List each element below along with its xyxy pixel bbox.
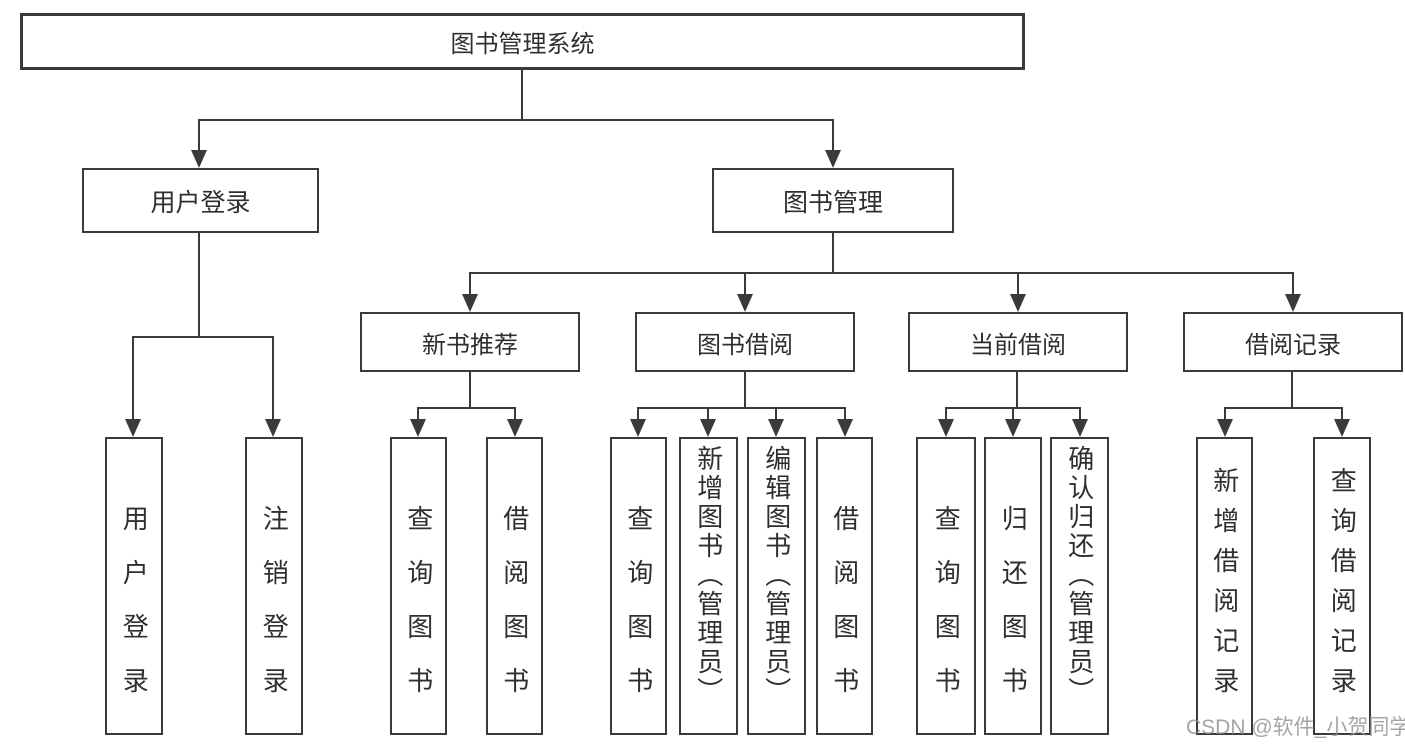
connector-line	[744, 272, 746, 296]
leaf-label: 编辑图书（管理员）	[761, 445, 792, 706]
leaf-logout-label: 注销登录	[259, 505, 290, 721]
node-new-book-recommendation: 新书推荐	[360, 312, 580, 372]
leaf-return-books: 归还图书	[984, 437, 1042, 735]
connector-line	[417, 407, 419, 421]
leaf-confirm-return-admin: 确认归还（管理员）	[1050, 437, 1109, 735]
connector-line	[1224, 407, 1226, 421]
connector-line	[1012, 407, 1014, 421]
connector-line	[1292, 272, 1294, 296]
node-root-library-system: 图书管理系统	[20, 13, 1025, 70]
node-book-management: 图书管理	[712, 168, 954, 233]
arrow-down-icon	[125, 419, 141, 437]
arrow-down-icon	[1010, 294, 1026, 312]
leaf-label: 借阅图书	[829, 505, 860, 721]
connector-line	[198, 233, 200, 336]
arrow-down-icon	[630, 419, 646, 437]
connector-line	[272, 336, 274, 421]
leaf-user-login: 用户登录	[105, 437, 163, 735]
leaf-add-borrow-record: 新增借阅记录	[1196, 437, 1253, 735]
connector-line	[521, 70, 523, 119]
arrow-down-icon	[837, 419, 853, 437]
connector-line	[1079, 407, 1081, 421]
connector-line	[1017, 272, 1019, 296]
arrow-down-icon	[191, 150, 207, 168]
connector-line	[198, 119, 200, 152]
arrow-down-icon	[737, 294, 753, 312]
leaf-label: 查询图书	[623, 505, 654, 721]
connector-line	[832, 233, 834, 272]
connector-line	[945, 407, 947, 421]
arrow-down-icon	[768, 419, 784, 437]
leaf-query-borrow-record: 查询借阅记录	[1313, 437, 1371, 735]
arrow-down-icon	[1334, 419, 1350, 437]
connector-line	[469, 272, 471, 296]
arrow-down-icon	[1217, 419, 1233, 437]
leaf-label: 归还图书	[998, 505, 1029, 721]
leaf-edit-books-admin: 编辑图书（管理员）	[747, 437, 806, 735]
connector-line	[514, 407, 516, 421]
arrow-down-icon	[1072, 419, 1088, 437]
connector-line	[844, 407, 846, 421]
connector-line	[1016, 372, 1018, 407]
leaf-label: 新增借阅记录	[1209, 467, 1240, 707]
connector-line	[707, 407, 709, 421]
leaf-label: 借阅图书	[499, 505, 530, 721]
connector-line	[744, 372, 746, 407]
arrow-down-icon	[1005, 419, 1021, 437]
arrow-down-icon	[938, 419, 954, 437]
node-user-login: 用户登录	[82, 168, 319, 233]
connector-line	[132, 336, 274, 338]
node-current-borrowing: 当前借阅	[908, 312, 1128, 372]
leaf-label: 确认归还（管理员）	[1064, 445, 1095, 706]
connector-line	[469, 372, 471, 407]
leaf-label: 查询借阅记录	[1327, 467, 1358, 707]
connector-line	[469, 272, 1294, 274]
arrow-down-icon	[700, 419, 716, 437]
arrow-down-icon	[410, 419, 426, 437]
node-borrowing-records: 借阅记录	[1183, 312, 1403, 372]
arrow-down-icon	[265, 419, 281, 437]
csdn-watermark: CSDN @软件_小贺同学	[1186, 716, 1405, 739]
connector-line	[637, 407, 846, 409]
leaf-logout: 注销登录	[245, 437, 303, 735]
leaf-add-books-admin: 新增图书（管理员）	[679, 437, 738, 735]
connector-line	[637, 407, 639, 421]
connector-line	[417, 407, 516, 409]
leaf-borrow-books: 借阅图书	[816, 437, 873, 735]
connector-line	[198, 119, 834, 121]
leaf-label: 查询图书	[931, 505, 962, 721]
leaf-label: 新增图书（管理员）	[693, 445, 724, 706]
connector-line	[832, 119, 834, 152]
connector-line	[1224, 407, 1343, 409]
leaf-user-login-label: 用户登录	[119, 505, 150, 721]
arrow-down-icon	[507, 419, 523, 437]
leaf-label: 查询图书	[403, 505, 434, 721]
arrow-down-icon	[462, 294, 478, 312]
leaf-query-books-borrow: 查询图书	[610, 437, 667, 735]
leaf-query-books-recommend: 查询图书	[390, 437, 447, 735]
connector-line	[1341, 407, 1343, 421]
leaf-borrow-books-recommend: 借阅图书	[486, 437, 543, 735]
connector-line	[775, 407, 777, 421]
connector-line	[132, 336, 134, 421]
leaf-query-books-current: 查询图书	[916, 437, 976, 735]
arrow-down-icon	[825, 150, 841, 168]
node-book-borrowing: 图书借阅	[635, 312, 855, 372]
arrow-down-icon	[1285, 294, 1301, 312]
connector-line	[1291, 372, 1293, 407]
